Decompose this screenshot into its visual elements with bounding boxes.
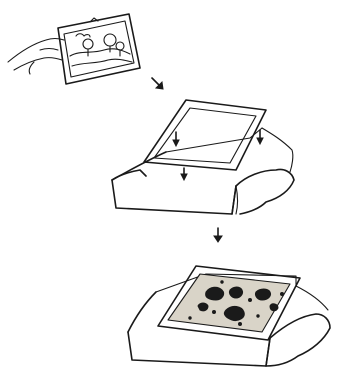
down-arrow-icon-2	[214, 228, 222, 242]
step-3-framed-debris-in-box-icon	[128, 266, 330, 366]
box-right-flap	[236, 169, 294, 214]
picture-frame-inner	[64, 21, 134, 77]
down-arrow-icon	[152, 78, 163, 89]
step-2-frame-into-box-icon	[112, 100, 294, 214]
frame-inner	[154, 108, 256, 163]
box3-right-flap	[266, 314, 330, 366]
step-1-framed-picture-icon	[8, 14, 140, 84]
frame-outer	[144, 100, 266, 170]
box-body	[112, 180, 236, 214]
